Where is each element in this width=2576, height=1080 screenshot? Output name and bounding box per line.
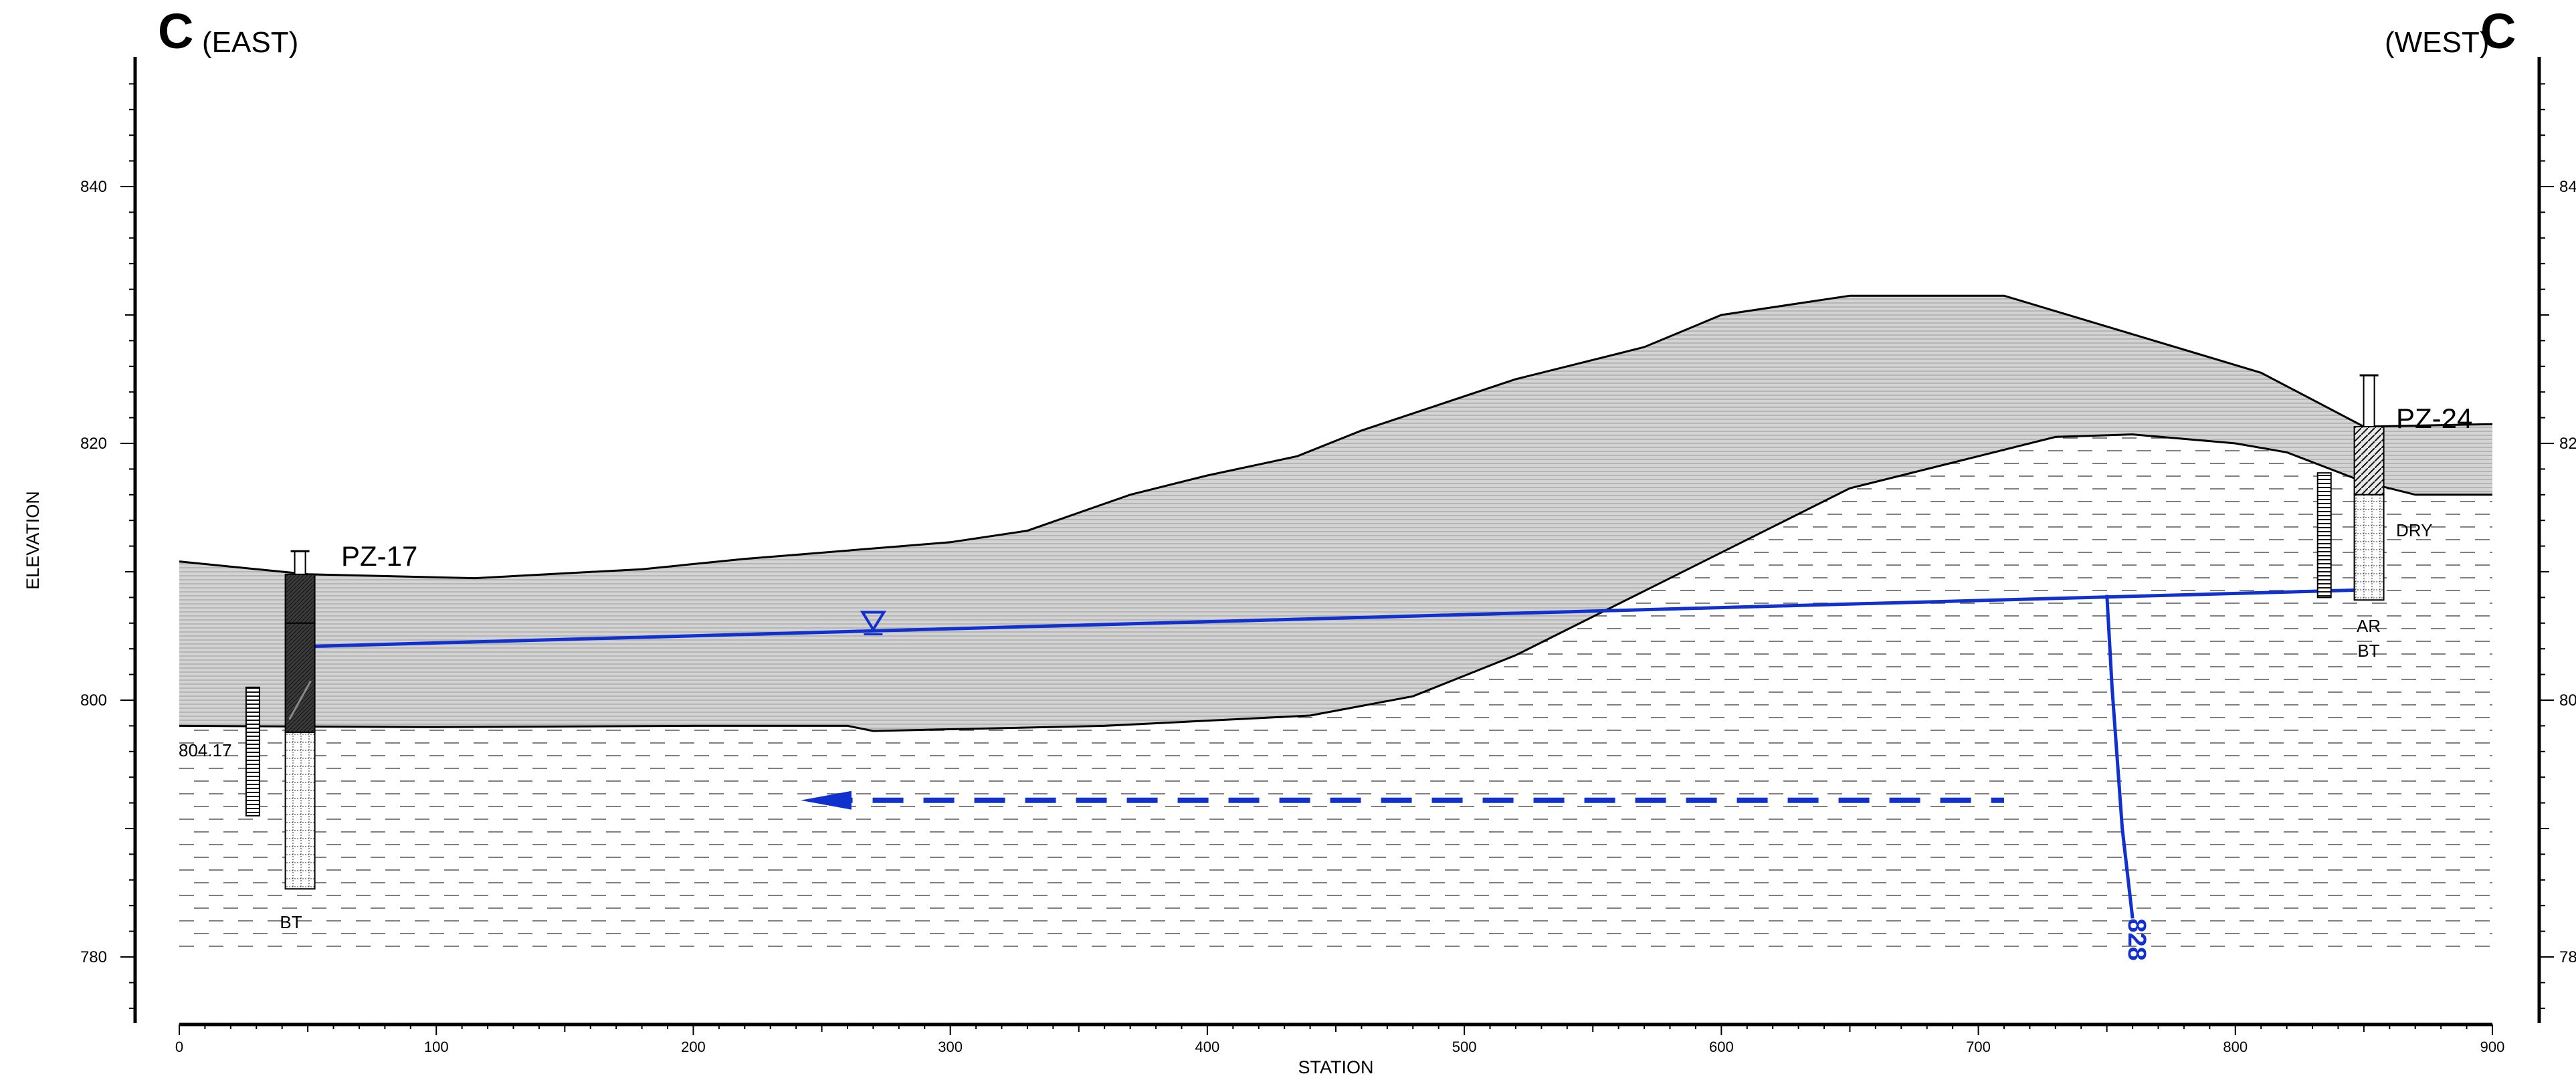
pz17-break-mark — [288, 680, 312, 720]
well-logs — [245, 374, 2385, 890]
elevation-tick-label: 820 — [80, 435, 107, 453]
elevation-tick-label-right: 84 — [2559, 178, 2576, 196]
elevation-axis-title: ELEVATION — [23, 491, 43, 590]
potentiometric-contour-828 — [2105, 595, 2135, 919]
axis-ticks — [120, 83, 2554, 1035]
elevation-tick-label-right: 82 — [2559, 435, 2576, 453]
flow-arrow-icon — [800, 790, 852, 810]
water-level-triangle — [860, 611, 886, 633]
section-direction-left: (EAST) — [202, 26, 298, 59]
water-level-triangle-icon — [860, 611, 886, 635]
pz17-bentonite — [284, 622, 316, 733]
ground-surface-line — [179, 294, 2493, 580]
pz17-seal — [284, 573, 316, 624]
station-tick-label: 700 — [1966, 1039, 1991, 1055]
contour-label: 828 — [2122, 918, 2151, 960]
elevation-tick-label: 840 — [80, 178, 107, 196]
well-unit-pz24-bt: BT — [2357, 641, 2379, 661]
section-letter-left: C — [158, 3, 193, 59]
well-unit-pz24-ar: AR — [2357, 616, 2381, 636]
section-letter-right: C — [2480, 3, 2516, 59]
upper-unit-fill — [179, 296, 2492, 732]
pz24-fill — [2353, 426, 2385, 496]
station-tick-label: 800 — [2223, 1039, 2248, 1055]
station-axis-title: STATION — [1298, 1057, 1374, 1077]
well-label-pz17: PZ-17 — [341, 540, 417, 572]
station-tick-label: 500 — [1452, 1039, 1477, 1055]
pz24-screen — [2353, 494, 2385, 601]
pz17-casing — [294, 550, 306, 575]
elevation-tick-label-right: 80 — [2559, 691, 2576, 710]
station-tick-label: 400 — [1195, 1039, 1220, 1055]
pz24-casing — [2363, 374, 2375, 428]
station-tick-label: 0 — [175, 1039, 183, 1055]
station-tick-label: 600 — [1709, 1039, 1734, 1055]
elevation-tick-label: 780 — [80, 948, 107, 966]
section-direction-right: (WEST) — [2385, 26, 2489, 59]
water-table-line — [302, 588, 2369, 649]
elevation-tick-label-right: 78 — [2559, 948, 2576, 966]
unit-contact-line — [179, 433, 2492, 732]
lower-unit-fill — [179, 434, 2492, 950]
well-label-pz24: PZ-24 — [2396, 403, 2472, 434]
station-tick-label: 200 — [681, 1039, 706, 1055]
pz24-screen-interval — [2316, 472, 2332, 599]
pz17-screen — [284, 732, 316, 890]
elevation-tick-label: 800 — [80, 691, 107, 710]
well-status-pz24: DRY — [2396, 520, 2432, 540]
well-unit-pz17: BT — [280, 912, 302, 932]
screen-elevation-label: 804.17 — [179, 740, 232, 760]
pz17-screen-interval — [245, 686, 260, 817]
station-tick-label: 100 — [424, 1039, 449, 1055]
station-tick-label: 900 — [2480, 1039, 2505, 1055]
station-tick-label: 300 — [938, 1039, 963, 1055]
